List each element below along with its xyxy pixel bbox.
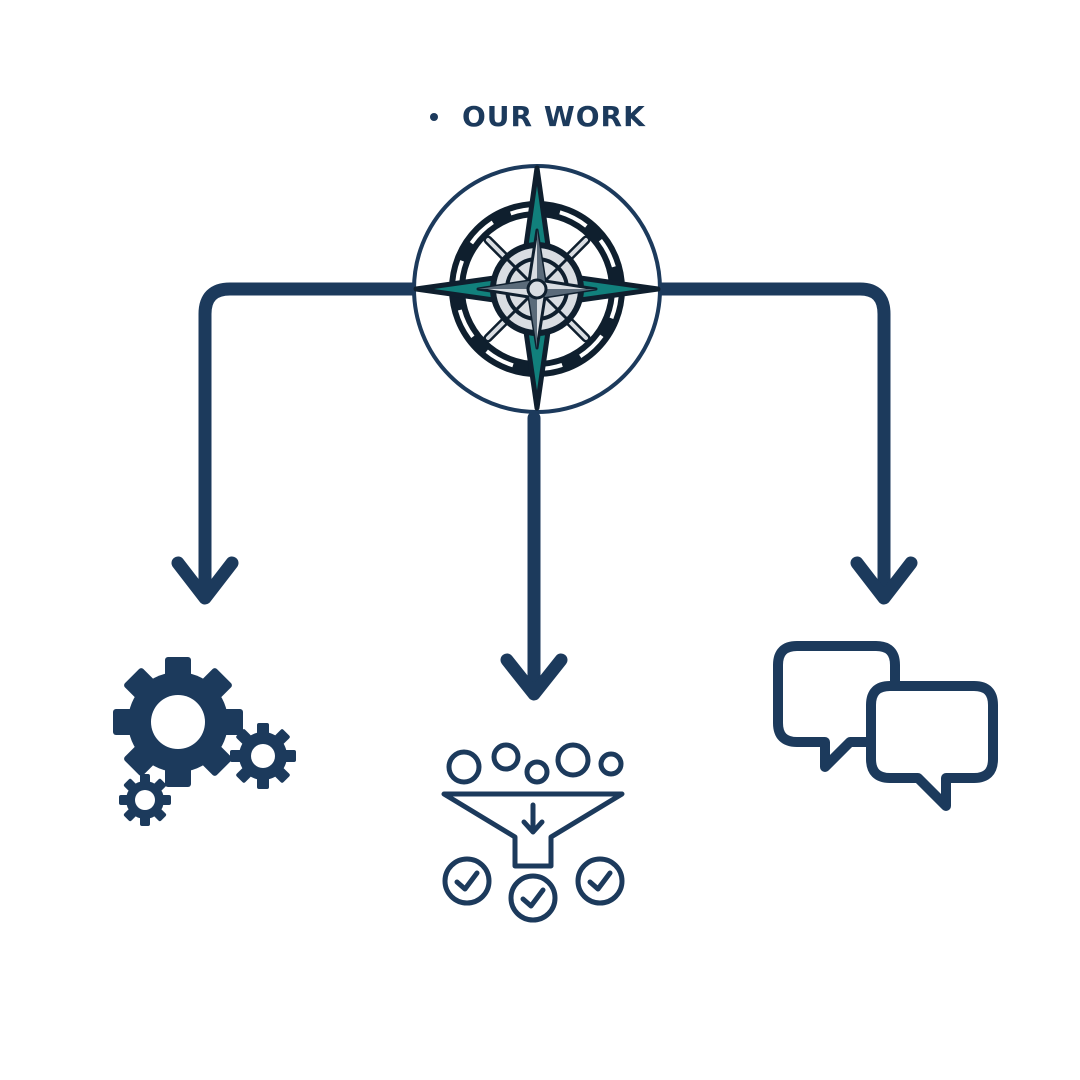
chat-bubbles-icon — [773, 641, 998, 811]
connector-middle — [500, 411, 568, 701]
funnel-filter-icon — [441, 742, 625, 923]
gears-icon — [113, 657, 296, 826]
connector-right — [653, 282, 918, 605]
bullet-dot — [430, 112, 438, 121]
compass-rose-icon — [412, 164, 662, 414]
connector-left — [171, 282, 422, 605]
section-heading: OUR WORK — [430, 100, 646, 133]
heading-text: OUR WORK — [462, 100, 646, 133]
